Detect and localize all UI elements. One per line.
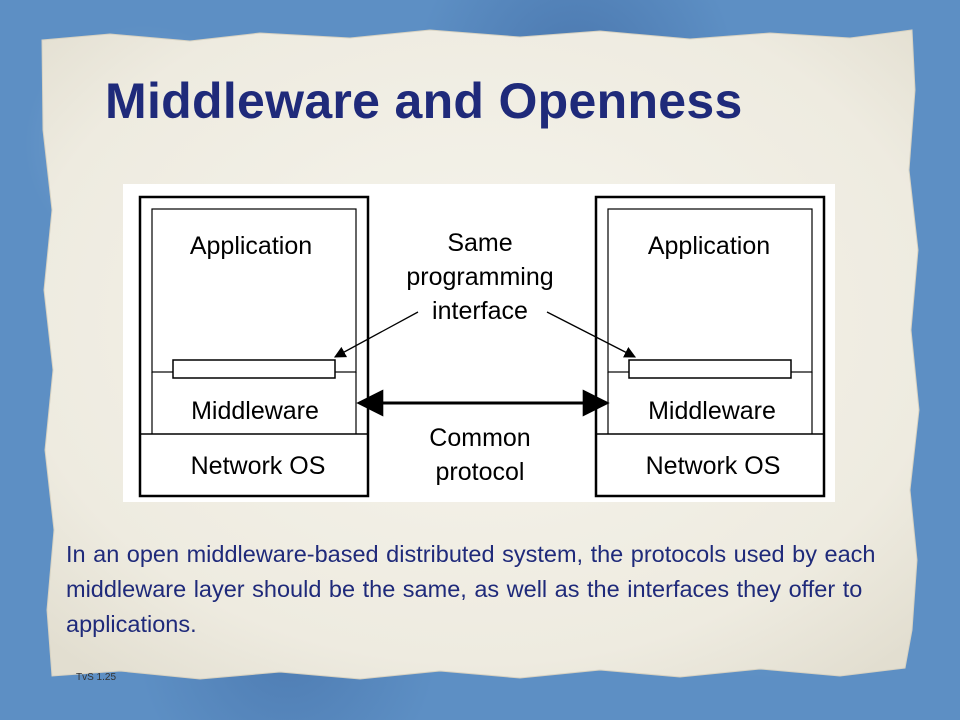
right-interface-arrow [546,311,637,358]
left-application-label: Application [190,232,312,260]
right-application-label: Application [648,232,770,260]
slide-footer: TvS 1.25 [76,672,117,683]
left-interface-bar [172,359,336,379]
protocol-label-line1: Common [429,424,530,452]
right-network-os-label: Network OS [646,452,781,480]
right-interface-bar [628,359,792,379]
left-middleware-label: Middleware [191,397,319,425]
interface-label-line2: programming [406,263,553,291]
interface-label-line3: interface [432,297,528,325]
middleware-diagram: Application Middleware Network OS Applic… [123,184,835,502]
interface-label-line1: Same [447,229,512,257]
right-middleware-label: Middleware [648,397,776,425]
protocol-label-line2: protocol [436,458,525,486]
left-network-os-label: Network OS [191,452,326,480]
left-host-box: Application Middleware Network OS [138,195,370,498]
slide-title: Middleware and Openness [105,73,743,129]
right-host-box: Application Middleware Network OS [594,195,826,498]
slide-body-text: In an open middleware-based distributed … [66,541,876,637]
left-interface-arrow [333,311,419,358]
